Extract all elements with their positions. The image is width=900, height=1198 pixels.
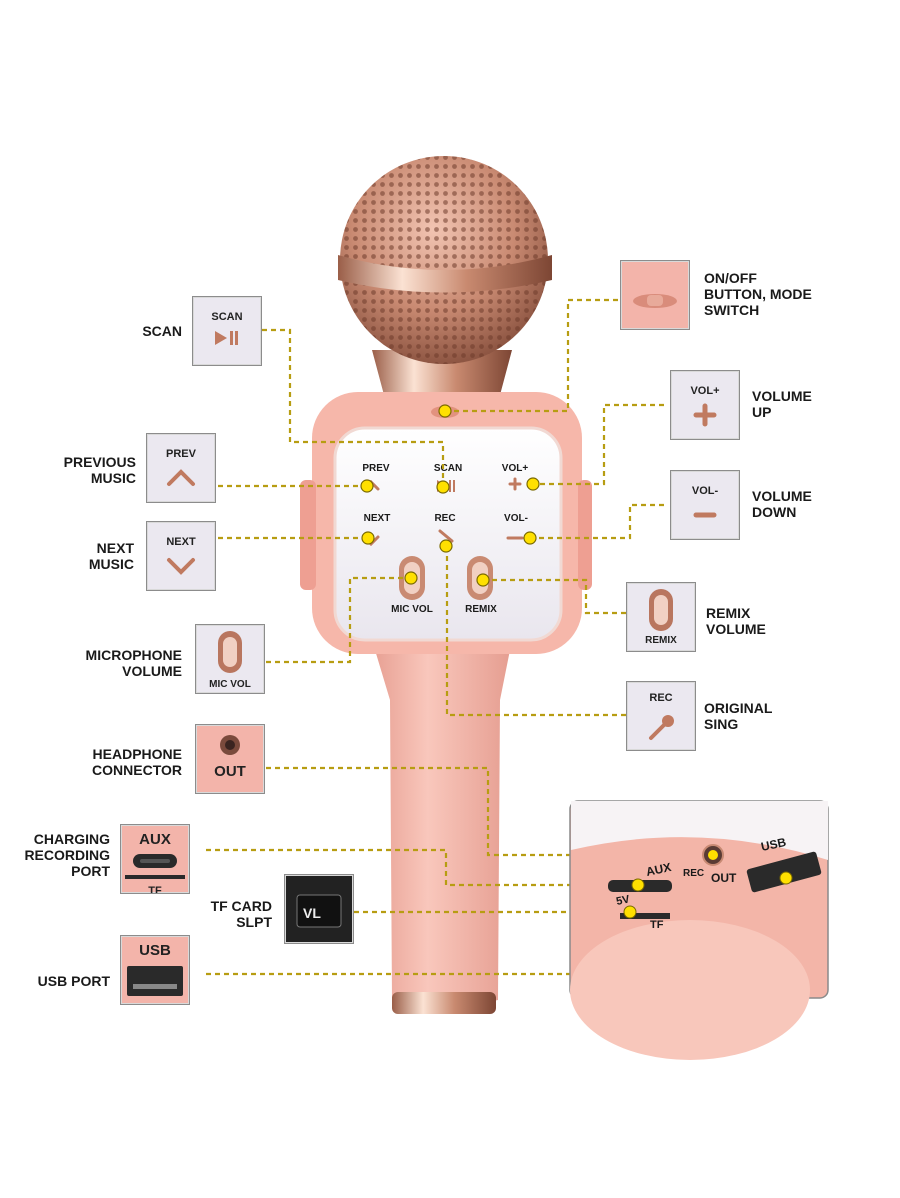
dot-onoff [438, 404, 452, 418]
usb-c-port-icon [133, 854, 177, 868]
headphone-label: HEADPHONE CONNECTOR [92, 746, 182, 778]
dot-next [361, 531, 375, 545]
dot-voldown [523, 531, 537, 545]
tf-card-inset: VL [284, 874, 354, 944]
next-inset-label: NEXT [166, 536, 196, 548]
prev-inset-label: PREV [166, 448, 196, 460]
plus-icon [693, 403, 717, 427]
panel-remix-label: REMIX [465, 604, 497, 615]
headphone-inset-label: OUT [214, 763, 246, 780]
tf-slot-icon [125, 875, 185, 879]
voldown-inset: VOL- [670, 470, 740, 540]
handle-base-ring [392, 992, 496, 1014]
volup-inset: VOL+ [670, 370, 740, 440]
neck-ring [372, 350, 512, 395]
line-volup [533, 403, 664, 486]
microphone-head [338, 156, 552, 395]
remix-inset-label: REMIX [645, 635, 677, 646]
headphone-jack-icon [220, 735, 240, 755]
headphone-inset: OUT [195, 724, 265, 794]
panel-voldown-label: VOL- [504, 513, 528, 524]
volume-down-label: VOLUME DOWN [752, 488, 812, 520]
scan-inset-label: SCAN [211, 311, 243, 323]
volup-inset-label: VOL+ [690, 385, 720, 397]
rec-inset-label: REC [649, 692, 673, 704]
charging-inset-label-tf: TF [148, 885, 162, 894]
scan-label: SCAN [142, 323, 182, 339]
remix-inset: REMIX [626, 582, 696, 652]
minus-icon [693, 512, 717, 518]
inset-aux-label: AUX [645, 860, 673, 879]
charging-inset: AUX TF [120, 824, 190, 894]
dot-prev [360, 479, 374, 493]
volume-up-label: VOLUME UP [752, 388, 812, 420]
microphone-handle [372, 640, 512, 1014]
panel-next-label: NEXT [364, 513, 391, 524]
original-label: ORIGINAL SING [704, 700, 773, 732]
mic-icon [649, 715, 674, 740]
line-micvol [266, 576, 411, 664]
inset-tf-slot-icon [620, 913, 670, 919]
inset-5v-label: 5V [615, 893, 631, 908]
charging-inset-label: AUX [139, 831, 171, 848]
inset-rec-label: REC [683, 868, 704, 879]
usb-inset-label: USB [139, 942, 171, 959]
prev-inset: PREV [146, 433, 216, 503]
chevron-up-icon [167, 469, 195, 486]
inset-out-label: OUT [711, 871, 737, 885]
line-charging [206, 848, 638, 887]
line-rec [445, 548, 626, 717]
chevron-down-icon [167, 558, 195, 575]
play-pause-icon [215, 331, 238, 345]
sd-card-icon: VL [296, 894, 342, 928]
micvol-inset-label: MIC VOL [209, 679, 251, 690]
onoff-label: ON/OFF BUTTON, MODE SWITCH [704, 270, 812, 318]
line-remix [483, 578, 626, 615]
line-headphone [266, 766, 713, 857]
next-label: NEXT MUSIC [88, 540, 134, 572]
mic-volume-label: MICROPHONE VOLUME [85, 647, 182, 679]
usb-inset: USB [120, 935, 190, 1005]
previous-label: PREVIOUS MUSIC [63, 454, 136, 486]
charging-label: CHARGING RECORDING PORT [24, 831, 110, 879]
ports-inset: AUX REC OUT USB 5V TF [569, 800, 829, 1060]
panel-prev-label: PREV [362, 463, 390, 474]
dot-micvol [404, 571, 418, 585]
sd-card-text: VL [303, 905, 321, 921]
inset-usb-label: USB [760, 835, 788, 854]
usb-port-label: USB PORT [37, 973, 110, 989]
voldown-inset-label: VOL- [691, 485, 719, 497]
line-scan [262, 328, 445, 484]
next-inset: NEXT [146, 521, 216, 591]
dot-scan [436, 480, 450, 494]
micvol-inset: MIC VOL [195, 624, 265, 694]
dot-volup [526, 477, 540, 491]
slide-switch-icon [633, 294, 677, 308]
panel-scan-label: SCAN [434, 463, 462, 474]
panel-labels: PREV SCAN VOL+ NEXT REC VOL- MIC VOL REM… [362, 463, 528, 615]
tf-card-label: TF CARD SLPT [210, 898, 272, 930]
line-voldown [530, 503, 664, 540]
head-band [338, 255, 552, 293]
accent-dots [360, 404, 540, 587]
dot-rec [439, 539, 453, 553]
panel-rec-label: REC [434, 513, 455, 524]
panel-volup-label: VOL+ [502, 463, 529, 474]
scan-inset: SCAN [192, 296, 262, 366]
rec-inset: REC [626, 681, 696, 751]
panel-plus-icon [508, 477, 522, 491]
knob-icon [649, 589, 673, 631]
onoff-inset [620, 260, 690, 330]
dot-remix [476, 573, 490, 587]
knob-icon [218, 631, 242, 673]
remix-label: REMIX VOLUME [706, 605, 766, 637]
panel-micvol-label: MIC VOL [391, 604, 433, 615]
usb-port-icon [127, 966, 183, 996]
inset-tf-label: TF [650, 919, 664, 931]
panel-mic-icon [438, 529, 454, 543]
